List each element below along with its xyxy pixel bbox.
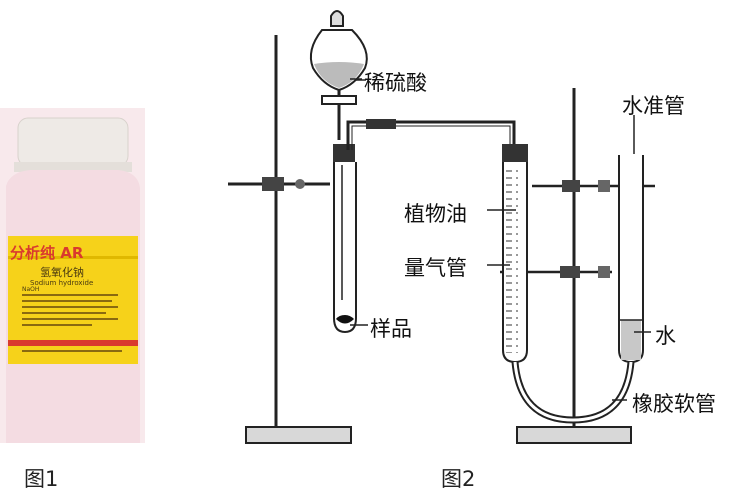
label-gas-burette: 量气管: [404, 256, 467, 280]
caption-figure-2: 图2: [441, 467, 476, 491]
bottle-name-cn: 氢氧化钠: [40, 266, 84, 279]
bottle-grade-text: 分析纯 AR: [10, 244, 84, 262]
gas-burette: [502, 144, 528, 364]
left-iron-stand: [228, 35, 352, 444]
reagent-bottle-photo: 分析纯 AR 氢氧化钠 Sodium hydroxide NaOH: [0, 108, 145, 443]
label-sample: 样品: [370, 317, 412, 341]
bottle-name-en: Sodium hydroxide: [30, 279, 94, 287]
reaction-tube: [333, 144, 357, 334]
rubber-hose: [511, 361, 635, 424]
separatory-funnel: [309, 10, 368, 140]
label-rubber-hose: 橡胶软管: [632, 392, 716, 416]
leveling-tube: [618, 155, 644, 364]
caption-figure-1: 图1: [24, 467, 59, 491]
label-water: 水: [655, 324, 676, 348]
bottle-drawing: [0, 108, 145, 443]
label-leaders: [350, 78, 651, 401]
bottle-formula: NaOH: [22, 286, 40, 293]
label-dilute-sulfuric-acid: 稀硫酸: [364, 71, 427, 95]
label-vegetable-oil: 植物油: [404, 202, 467, 226]
connecting-tube: [346, 119, 516, 150]
label-leveling-tube: 水准管: [622, 94, 685, 118]
